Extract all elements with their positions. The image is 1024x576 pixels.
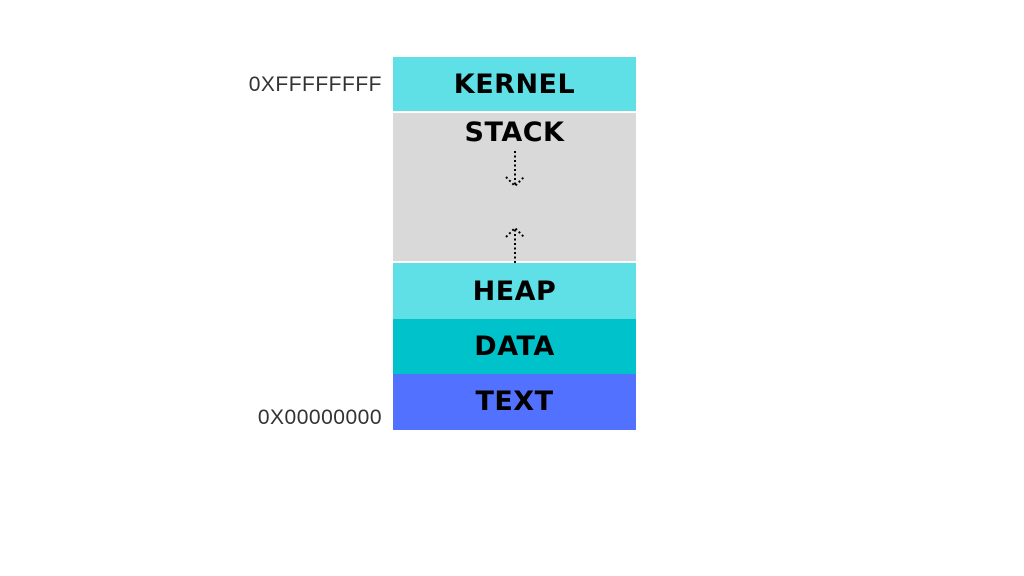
data-segment-label: DATA bbox=[474, 331, 555, 362]
up-arrow-icon bbox=[505, 226, 525, 263]
address-bottom-label: 0X00000000 bbox=[257, 406, 382, 429]
down-arrow-icon bbox=[505, 151, 525, 188]
heap-segment: HEAP bbox=[393, 263, 636, 319]
stack-segment: STACK bbox=[393, 113, 636, 263]
kernel-segment: KERNEL bbox=[393, 57, 636, 113]
kernel-segment-label: KERNEL bbox=[453, 68, 576, 100]
memory-layout-diagram: KERNEL STACK HEAP DATA TEXT bbox=[393, 57, 636, 430]
heap-segment-label: HEAP bbox=[472, 275, 557, 307]
text-segment-label: TEXT bbox=[475, 386, 554, 417]
address-top-label: 0XFFFFFFFF bbox=[248, 73, 382, 96]
stack-segment-label: STACK bbox=[464, 117, 565, 148]
data-segment: DATA bbox=[393, 319, 636, 374]
text-segment: TEXT bbox=[393, 374, 636, 430]
